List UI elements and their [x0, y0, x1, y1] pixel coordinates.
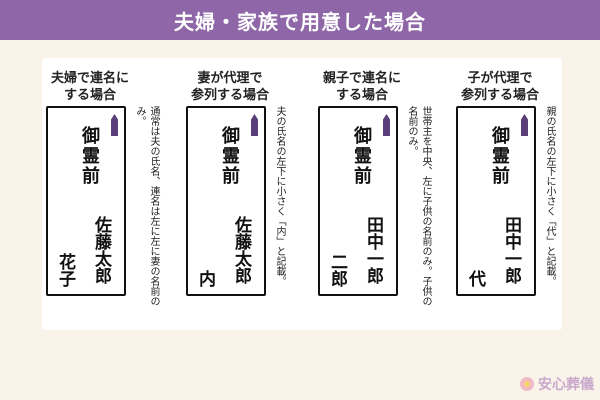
envelope-mark-icon — [383, 114, 390, 136]
envelope-extra-name: 花子 — [55, 253, 75, 287]
column-title-line2: する場合 — [335, 88, 388, 103]
flower-icon — [520, 377, 534, 391]
envelope-name: 田中一郎 — [363, 216, 383, 284]
brand-logo-text: 安心葬儀 — [538, 377, 594, 393]
envelope-heading: 御霊前 — [351, 126, 372, 186]
column-title: 親子で連名に する場合 — [314, 70, 410, 104]
envelope: 御霊前 佐藤太郎 花子 — [46, 106, 126, 296]
column-child-proxy: 子が代理で 参列する場合 御霊前 田中一郎 代 親の氏名の左下に小さく「代」と記… — [452, 58, 582, 330]
envelope-name: 佐藤太郎 — [231, 216, 251, 284]
column-title-line1: 妻が代理で — [197, 71, 263, 86]
envelope: 御霊前 佐藤太郎 内 — [186, 106, 266, 296]
column-parent-child-joint: 親子で連名に する場合 御霊前 田中一郎 二郎 世帯主を中央、左に子供の名前のみ… — [314, 58, 444, 330]
column-title-line2: 参列する場合 — [460, 88, 539, 103]
envelope-extra-name: 二郎 — [327, 253, 347, 287]
column-note: 夫の氏名の左下に小さく「内」と記載。 — [274, 106, 285, 286]
column-wife-proxy: 妻が代理で 参列する場合 御霊前 佐藤太郎 内 夫の氏名の左下に小さく「内」と記… — [182, 58, 312, 330]
envelope-heading: 御霊前 — [219, 126, 240, 186]
envelope-mark-icon — [521, 114, 528, 136]
column-title-line1: 子が代理で — [467, 71, 533, 86]
content-card: 夫婦で連名に する場合 御霊前 佐藤太郎 花子 通常は夫の氏名、連名は左に左に妻… — [42, 58, 562, 330]
envelope-extra-name: 代 — [465, 270, 485, 287]
column-title-line2: する場合 — [63, 88, 116, 103]
envelope-heading: 御霊前 — [79, 126, 100, 186]
column-note: 世帯主を中央、左に子供の名前のみ。子供の名前のみ。 — [406, 106, 431, 306]
envelope-mark-icon — [111, 114, 118, 136]
envelope: 御霊前 田中一郎 二郎 — [318, 106, 398, 296]
title-bar: 夫婦・家族で用意した場合 — [0, 0, 600, 40]
envelope-name: 田中一郎 — [501, 216, 521, 284]
column-title-line2: 参列する場合 — [190, 88, 269, 103]
envelope-mark-icon — [251, 114, 258, 136]
column-title-line1: 親子で連名に — [322, 71, 401, 86]
column-title: 子が代理で 参列する場合 — [452, 70, 548, 104]
envelope: 御霊前 田中一郎 代 — [456, 106, 536, 296]
brand-logo: 安心葬儀 — [520, 374, 594, 394]
envelope-extra-name: 内 — [195, 270, 215, 287]
column-title: 夫婦で連名に する場合 — [42, 70, 138, 104]
envelope-heading: 御霊前 — [489, 126, 510, 186]
column-title: 妻が代理で 参列する場合 — [182, 70, 278, 104]
column-couple-joint: 夫婦で連名に する場合 御霊前 佐藤太郎 花子 通常は夫の氏名、連名は左に左に妻… — [42, 58, 172, 330]
column-title-line1: 夫婦で連名に — [50, 71, 129, 86]
column-note: 通常は夫の氏名、連名は左に左に妻の名前のみ。 — [134, 106, 159, 306]
envelope-name: 佐藤太郎 — [91, 216, 111, 284]
page-title: 夫婦・家族で用意した場合 — [174, 9, 426, 34]
column-note: 親の氏名の左下に小さく「代」と記載。 — [544, 106, 555, 286]
